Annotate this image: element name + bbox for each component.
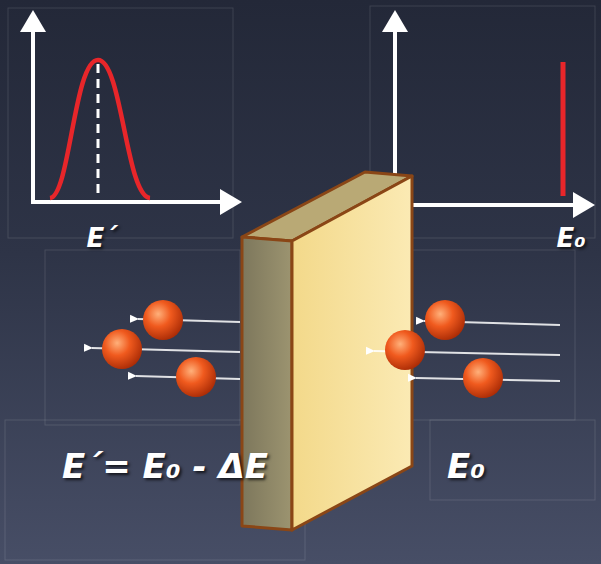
right-axes xyxy=(382,10,595,218)
mean-line xyxy=(97,64,100,198)
particles xyxy=(102,300,216,397)
axis-label: E₀ xyxy=(556,225,585,251)
delta-line xyxy=(561,62,566,196)
energy-equation: E´= E₀ - ΔE xyxy=(62,449,268,483)
left-axes xyxy=(20,10,242,215)
axis-label: E´ xyxy=(87,225,118,251)
decor-frames xyxy=(5,6,595,560)
gaussian-curve xyxy=(50,60,150,198)
particles xyxy=(385,300,503,398)
energy-label: E₀ xyxy=(447,449,485,483)
